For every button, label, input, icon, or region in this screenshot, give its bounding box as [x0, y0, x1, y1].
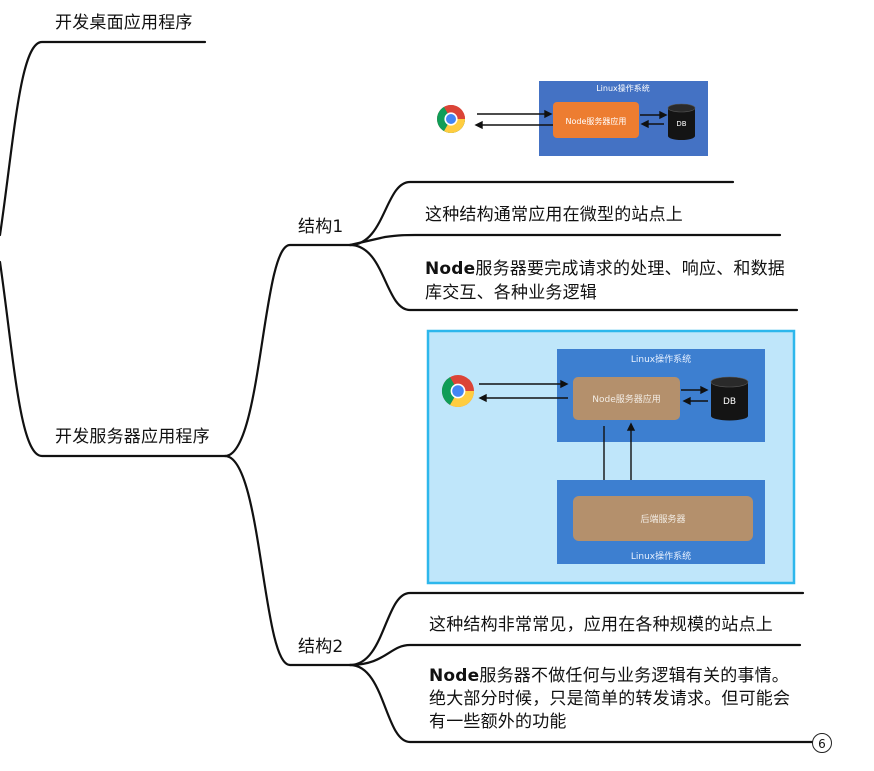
backend-server-label: 后端服务器 [640, 513, 685, 525]
node-app-box [553, 102, 639, 138]
chrome-browser-icon [437, 105, 465, 133]
linux-os-label-top: Linux操作系统 [631, 353, 691, 365]
s2-note-typical-usage[interactable]: 这种结构非常常见，应用在各种规模的站点上 [429, 615, 773, 635]
s2-note-line1-rest: 服务器不做任何与业务逻辑有关的事情。 [479, 666, 790, 686]
db-label-2: DB [723, 397, 736, 407]
branch-line-structure2 [223, 454, 352, 667]
s2-note-line2: 绝大部分时候，只是简单的转发请求。但可能会 [429, 689, 791, 709]
diagram-structure1: Linux操作系统 Node服务器应用 DB [437, 81, 708, 156]
node-desktop-app[interactable]: 开发桌面应用程序 [55, 13, 193, 33]
chrome-browser-icon-2 [441, 375, 475, 408]
node-structure1[interactable]: 结构1 [298, 217, 344, 237]
db-label: DB [676, 120, 686, 128]
s1-note-line2: 库交互、各种业务逻辑 [425, 283, 597, 303]
branch-line-s2-top [348, 591, 805, 667]
node-app-label-2: Node服务器应用 [592, 393, 661, 405]
node-server-app[interactable]: 开发服务器应用程序 [55, 427, 210, 447]
s2-note-line3: 有一些额外的功能 [429, 712, 567, 732]
s2-note-responsibilities[interactable]: Node服务器不做任何与业务逻辑有关的事情。 绝大部分时候，只是简单的转发请求。… [429, 665, 790, 734]
s1-note-line1-rest: 服务器要完成请求的处理、响应、和数据 [475, 259, 786, 279]
s2-note-line1: Node服务器不做任何与业务逻辑有关的事情。 [429, 665, 790, 688]
branch-line-s2-bot [348, 663, 814, 744]
node-app-label: Node服务器应用 [566, 116, 627, 126]
db-cylinder: DB [667, 103, 696, 140]
branch-line-desktop [0, 40, 207, 237]
s2-note-node-bold: Node [429, 666, 480, 686]
node-structure2[interactable]: 结构2 [298, 637, 344, 657]
s1-note-typical-usage[interactable]: 这种结构通常应用在微型的站点上 [425, 205, 683, 225]
collapsed-count-badge[interactable]: 6 [812, 733, 832, 753]
linux-os-label-bottom: Linux操作系统 [631, 550, 691, 562]
branch-line-server [0, 260, 227, 458]
branch-line-s1-mid [348, 233, 782, 247]
diagram-structure2: Linux操作系统 Node服务器应用 DB [426, 329, 796, 585]
s1-note-node-bold: Node [425, 259, 476, 279]
s1-note-line1: Node服务器要完成请求的处理、响应、和数据 [425, 257, 785, 281]
branch-line-s1-bot [348, 243, 799, 312]
branch-line-s2-mid [348, 643, 802, 667]
backend-server-box [573, 496, 753, 541]
branch-line-structure1 [223, 243, 352, 458]
linux-os-label: Linux操作系统 [596, 83, 650, 93]
db-cylinder-2: DB [710, 376, 749, 421]
node-app-box-2 [573, 377, 680, 420]
s1-note-responsibilities[interactable]: Node服务器要完成请求的处理、响应、和数据 库交互、各种业务逻辑 [425, 257, 785, 305]
